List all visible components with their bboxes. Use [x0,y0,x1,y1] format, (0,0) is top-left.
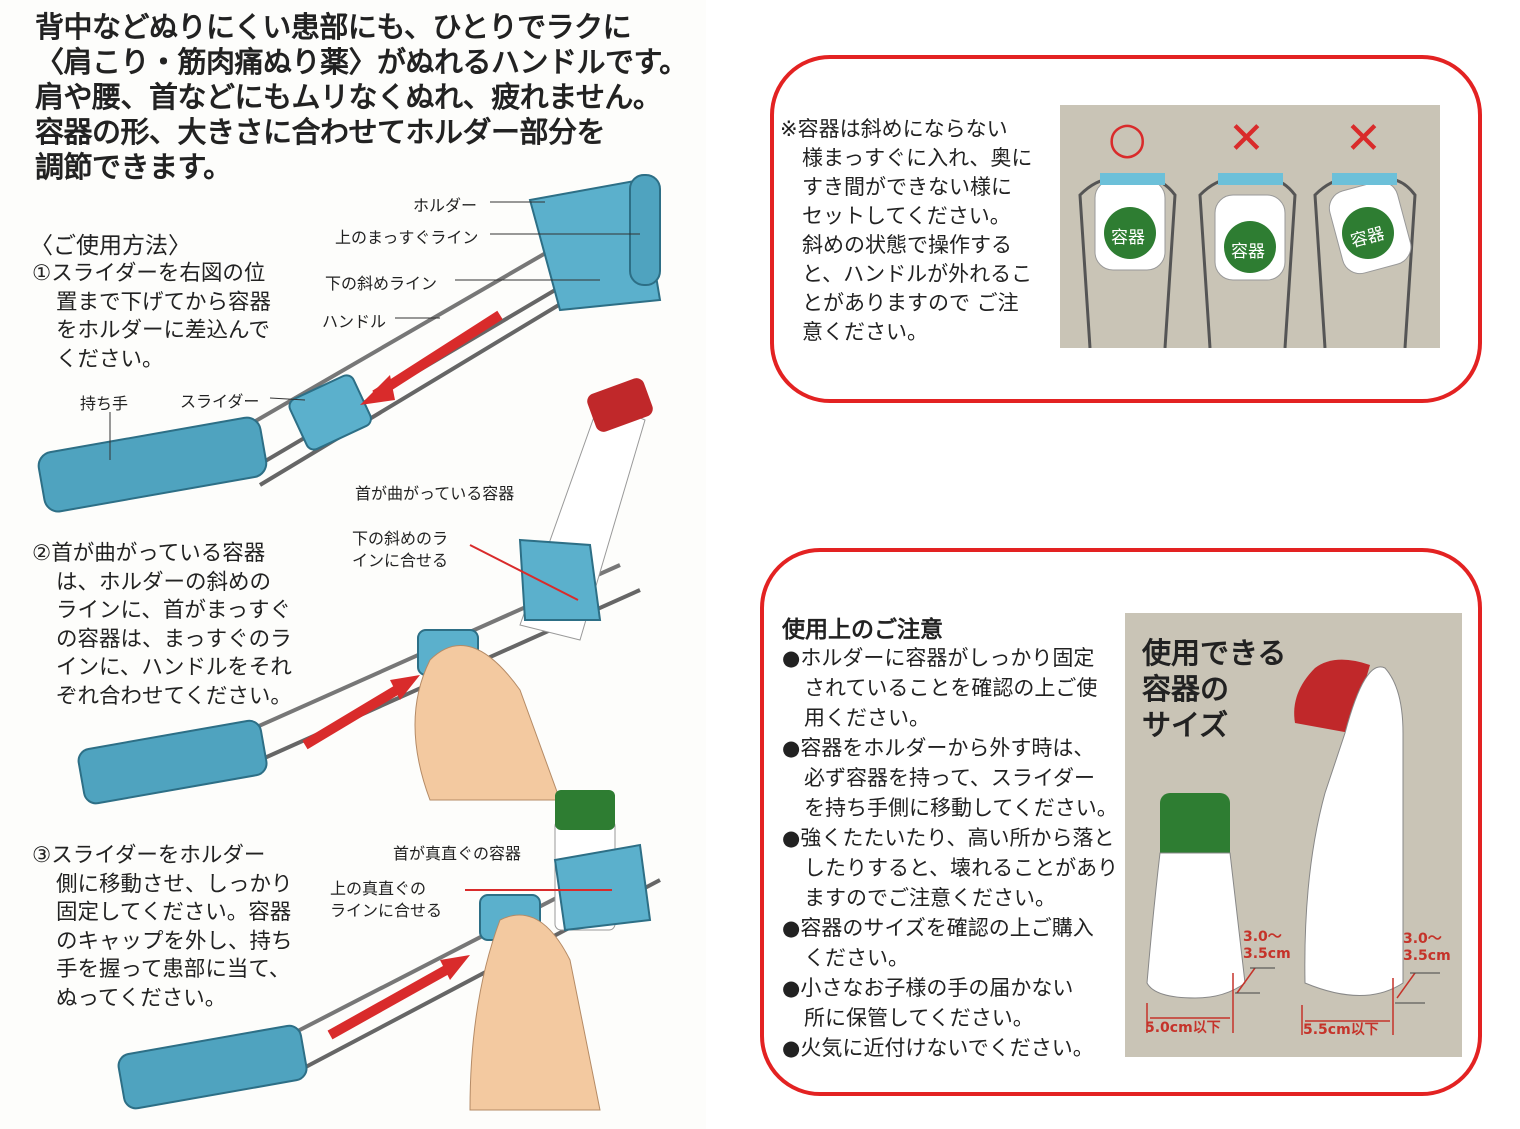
usage-title: 〈ご使用方法〉 [30,233,191,259]
label-grip: 持ち手 [80,394,129,413]
label-line: 下の斜めのラ [352,529,449,548]
label-slider: スライダー [180,392,260,411]
ok-mark: ○ [1108,113,1147,164]
insertion-caution-text: ※容器は斜めにならない 様まっすぐに入れ、奥に すき間ができない様に セットして… [780,115,1032,347]
label-holder: ホルダー [413,196,478,215]
step-line: をホルダーに差込んで [56,318,270,343]
container-size-illustration [1146,659,1440,1035]
label-straight-container: 首が真直ぐの容器 [393,844,522,863]
label-line: ラインに合せる [330,901,443,920]
step-line: ぬってください。 [56,985,227,1011]
intro-text: 背中などぬりにくい患部にも、ひとりでラクに 〈肩こり・筋肉痛ぬり薬〉がぬれるハン… [35,10,688,185]
label-upper-line: 上のまっすぐライン [335,228,479,247]
label-line: インに合せる [352,551,449,570]
step-line: ③スライダーをホルダー [32,843,266,868]
step-line: は、ホルダーの斜めの [56,569,272,595]
large-height-measure: 3.0〜 3.5cm [1403,931,1451,965]
label-bent-container: 首が曲がっている容器 [355,484,515,503]
caution-line: すき間ができない様に [802,175,1012,199]
label-leader-lines [109,201,640,891]
step-line: 側に移動させ、しっかり [56,871,293,897]
note-line: 必ず容器を持って、スライダー [804,766,1096,790]
insertion-example-panel: ○ ✕ ✕ 容器 容器 容器 [1060,105,1440,348]
container-label: 容器 [1231,242,1265,262]
step-line: ②首が曲がっている容器 [32,541,266,566]
handle-illustration-step2 [77,378,653,805]
intro-line: 容器の形、大きさに合わせてホルダー部分を [35,115,606,149]
caution-line: 意ください。 [802,320,928,344]
measure-line: 3.5cm [1243,946,1291,962]
caution-line: ※容器は斜めにならない [780,117,1008,141]
notes-title: 使用上のご注意 [782,617,943,643]
measure-line: 3.0〜 [1403,931,1442,947]
intro-line: 〈肩こり・筋肉痛ぬり薬〉がぬれるハンドルです。 [35,45,688,79]
note-line: ●ホルダーに容器がしっかり固定 [782,646,1095,670]
step-line: 手を握って患部に当て、 [56,957,291,982]
notes-list: ●ホルダーに容器がしっかり固定 されていることを確認の上ご使 用ください。 ●容… [782,643,1118,1063]
large-width-measure: 5.5cm以下 [1303,1022,1379,1038]
ng-mark: ✕ [1228,113,1265,164]
step-line: の容器は、まっすぐのラ [56,626,292,652]
ng-mark: ✕ [1345,113,1382,164]
measure-line: 3.0〜 [1243,929,1282,945]
size-title-line: 容器の [1142,672,1230,706]
step-3: ③スライダーをホルダー 側に移動させ、しっかり 固定してください。容器 のキャッ… [32,842,293,1013]
label-lower-line: 下の斜めライン [325,274,438,293]
container-size-panel: 使用できる 容器の サイズ 3.0〜 3.5cm 5.0cm以下 3.0〜 3.… [1125,613,1462,1057]
note-line: ますのでご注意ください。 [804,886,1056,910]
intro-line: 肩や腰、首などにもムリなくぬれ、疲れません。 [35,80,662,114]
step-line: のキャップを外し、持ち [56,928,293,954]
measure-line: 3.5cm [1403,948,1451,964]
container-label: 容器 [1111,228,1145,248]
handle-illustrations [37,174,662,1111]
caution-line: とがありますので ご注 [802,291,1019,315]
step-line: ぞれ合わせてください。 [56,683,292,709]
note-line: ●火気に近付けないでください。 [782,1036,1094,1060]
small-width-measure: 5.0cm以下 [1145,1020,1221,1036]
note-line: ●強くたたいたり、高い所から落と [782,826,1115,850]
note-line: したりすると、壊れることがあり [804,856,1119,880]
intro-line: 背中などぬりにくい患部にも、ひとりでラクに [35,10,632,44]
caution-line: 様まっすぐに入れ、奥に [802,146,1033,170]
step-line: ください。 [56,346,164,372]
label-match-lower: 下の斜めのラ インに合せる [352,528,448,572]
label-line: 上の真直ぐの [330,879,427,898]
intro-line: 調節できます。 [35,150,232,184]
label-handle: ハンドル [322,312,387,331]
step-line: 固定してください。容器 [56,900,292,925]
step-line: ラインに、首がまっすぐ [56,598,291,623]
size-title: 使用できる 容器の サイズ [1142,635,1286,743]
note-line: されていることを確認の上ご使 [804,676,1098,700]
caution-line: セットしてください。 [802,204,1011,228]
handle-illustration-step3 [117,790,661,1111]
note-line: ●容器をホルダーから外す時は、 [782,736,1095,760]
size-title-line: サイズ [1142,708,1229,742]
step-2: ②首が曲がっている容器 は、ホルダーの斜めの ラインに、首がまっすぐ の容器は、… [32,540,292,711]
note-line: ●容器のサイズを確認の上ご購入 [782,916,1094,940]
label-match-upper: 上の真直ぐの ラインに合せる [330,878,442,922]
note-line: を持ち手側に移動してください。 [804,796,1118,820]
step-line: 置まで下げてから容器 [56,289,272,315]
note-line: ください。 [804,946,909,970]
note-line: 所に保管してください。 [804,1006,1034,1030]
size-title-line: 使用できる [1142,636,1287,670]
step-line: ①スライダーを右図の位 [32,261,266,286]
caution-line: と、ハンドルが外れるこ [802,262,1033,286]
step-line: インに、ハンドルをそれ [56,655,292,680]
usage-instructions-panel: 背中などぬりにくい患部にも、ひとりでラクに 〈肩こり・筋肉痛ぬり薬〉がぬれるハン… [0,0,706,1129]
handle-illustration-step1 [37,174,662,513]
small-height-measure: 3.0〜 3.5cm [1243,929,1291,963]
holder-examples [1078,173,1417,348]
note-line: ●小さなお子様の手の届かない [782,976,1074,1000]
step-1: ①スライダーを右図の位 置まで下げてから容器 をホルダーに差込んで ください。 [32,260,271,374]
note-line: 用ください。 [804,706,930,730]
caution-line: 斜めの状態で操作する [802,233,1012,257]
